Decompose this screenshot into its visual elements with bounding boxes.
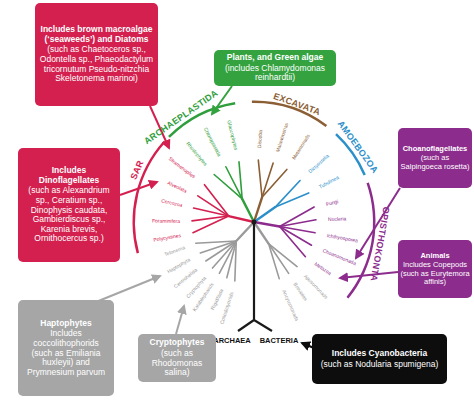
callout-body: (such as Nodularia spumigena) bbox=[321, 360, 439, 370]
domain-name: ARCHAEA bbox=[213, 336, 251, 345]
clade-name: AMOEBOZOA bbox=[335, 119, 380, 175]
callout-heading: Includes Cyanobacteria bbox=[332, 349, 427, 359]
tree-branch bbox=[258, 160, 262, 197]
taxon-label: Fungi bbox=[325, 198, 339, 207]
taxon-label: Foraminifera bbox=[152, 217, 180, 223]
taxon-label: Metamonads bbox=[291, 133, 311, 161]
callout-box: Includes Cyanobacteria(such as Nodularia… bbox=[312, 334, 447, 384]
tree-branch bbox=[269, 244, 280, 279]
domain-name: BACTERIA bbox=[260, 336, 299, 345]
taxon-label: Malawimonas bbox=[274, 122, 289, 153]
callout-heading: Includes Dinoflagellates bbox=[22, 166, 116, 185]
leader-arrow bbox=[96, 276, 160, 302]
callout-body: (such as Salpingoeca rosetta) bbox=[400, 154, 470, 171]
root-point bbox=[252, 220, 257, 225]
taxon-label: Breviates bbox=[293, 282, 310, 303]
callout-box: HaptophytesIncludes coccolithophorids (s… bbox=[18, 300, 114, 396]
taxon-label: Nucleria bbox=[328, 216, 347, 223]
callout-box: Includes brown macroalgae (‘seaweeds’) a… bbox=[35, 3, 158, 106]
taxon-label: Ichthyosporea bbox=[326, 232, 358, 243]
taxon-label: Stramenopiles bbox=[168, 156, 197, 180]
taxon-label: Polycystines bbox=[153, 232, 181, 243]
taxon-label: Rhodophytes bbox=[185, 141, 209, 167]
tree-branch bbox=[193, 216, 229, 233]
taxon-label: Glaucophytes bbox=[226, 120, 239, 151]
callout-heading: Plants, and Green algae bbox=[227, 53, 323, 63]
tree-branch bbox=[236, 222, 254, 241]
callout-body: Includes coccolithophorids (such as Emil… bbox=[22, 329, 110, 377]
tree-branch bbox=[229, 216, 254, 222]
callout-body: (such as Alexandrium sp., Ceratium sp., … bbox=[22, 186, 116, 244]
tree-branch bbox=[275, 181, 300, 208]
taxon-label: Alveolata bbox=[167, 179, 188, 193]
tree-branch bbox=[235, 241, 236, 281]
callout-box: Plants, and Green algae(includes Chlamyd… bbox=[214, 50, 336, 86]
callout-body: (such as Chaetoceros sp., Odontella sp.,… bbox=[39, 45, 154, 83]
callout-body: Includes Copepods (such as Eurytemora af… bbox=[400, 261, 470, 286]
root-stem bbox=[238, 222, 272, 331]
taxon-label: Tubulinea bbox=[318, 174, 340, 190]
callout-box: Includes Dinoflagellates(such as Alexand… bbox=[18, 148, 120, 262]
tree-branch bbox=[280, 220, 316, 227]
taxon-label: Metazoa bbox=[314, 261, 333, 277]
leader-arrow bbox=[176, 306, 184, 334]
callout-heading: Animals bbox=[420, 252, 449, 260]
callout-box: Choanoflagellates(such as Salpingoeca ro… bbox=[398, 128, 472, 188]
tree-branch bbox=[254, 222, 269, 244]
callout-heading: Cryptophytes bbox=[150, 338, 205, 348]
tree-branch bbox=[194, 208, 229, 216]
callout-heading: Choanoflagellates bbox=[403, 145, 468, 153]
tree-branch bbox=[219, 241, 236, 273]
callout-box: AnimalsIncludes Copepods (such as Euryte… bbox=[398, 240, 472, 298]
tree-branch bbox=[275, 193, 308, 207]
callout-body: (such as Rhodomonas salina) bbox=[142, 349, 212, 378]
tree-branch bbox=[280, 227, 306, 257]
callout-heading: Haptophytes bbox=[40, 319, 91, 329]
callout-heading: Includes brown macroalgae (‘seaweeds’) a… bbox=[39, 25, 154, 44]
taxon-label: Cercozoa bbox=[160, 198, 182, 209]
tree-branch bbox=[214, 175, 242, 199]
tree-branch bbox=[254, 207, 275, 222]
taxon-label: Telonema bbox=[163, 244, 185, 257]
tree-branch bbox=[262, 169, 287, 197]
taxon-label: Discoba bbox=[256, 130, 263, 148]
taxon-label: Chloroplastida bbox=[203, 126, 223, 157]
tree-branch bbox=[280, 227, 312, 246]
taxon-label: Choanomonada bbox=[321, 247, 356, 266]
leader-arrow bbox=[120, 182, 157, 195]
callout-body: (includes Chlamydomonas reinhardtii) bbox=[218, 64, 332, 83]
tree-branch bbox=[239, 162, 242, 199]
taxon-label: Dictyostelia bbox=[307, 153, 330, 175]
taxon-label: Rigidifilida bbox=[209, 287, 224, 310]
callout-box: Cryptophytes(such as Rhodomonas salina) bbox=[138, 334, 216, 382]
tree-branch bbox=[269, 244, 289, 274]
